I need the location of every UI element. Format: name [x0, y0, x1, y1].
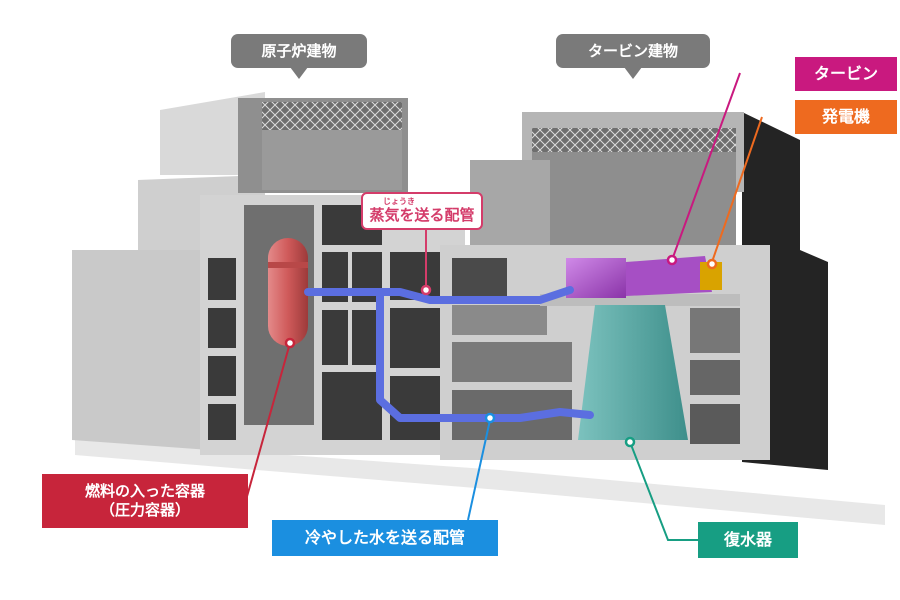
leader-lines: [245, 72, 763, 541]
steam-dot: [420, 284, 432, 296]
turbine-hall-interior: [532, 152, 736, 252]
condenser-leader: [629, 441, 698, 541]
cold-water-pipe-label: 冷やした水を送る配管: [272, 520, 498, 556]
steam-pipe-label: じょうき 蒸気を送る配管: [361, 192, 483, 230]
turbine-dot: [666, 254, 678, 266]
cold-water-dot: [484, 412, 496, 424]
pipes: [304, 286, 594, 422]
generator-leader: [711, 116, 763, 263]
generator-body: [700, 262, 722, 290]
reactor-building-label: 原子炉建物: [231, 34, 367, 79]
fuel-dot: [284, 337, 296, 349]
turbine-building: [440, 112, 828, 470]
steam-pipe-ruby: じょうき: [383, 197, 415, 206]
condenser-body: [578, 305, 688, 440]
cold-water-leader: [467, 419, 491, 521]
condenser-label: 復水器: [698, 522, 798, 558]
leader-dots: [284, 254, 718, 448]
turbine-rotor: [626, 256, 712, 296]
turbine-left-step: [470, 160, 550, 252]
generator-label: 発電機: [795, 100, 897, 134]
turbine-label: タービン: [795, 57, 897, 91]
turbine-building-label: タービン建物: [556, 34, 710, 79]
reactor-truss: [262, 102, 402, 130]
fuel-vessel-label: 燃料の入った容器 （圧力容器）: [42, 474, 248, 528]
steam-pipe-text: 蒸気を送る配管: [369, 206, 475, 224]
fuel-vessel-line1: 燃料の入った容器: [84, 482, 205, 501]
fuel-vessel-line2: （圧力容器）: [99, 501, 190, 519]
generator-dot: [706, 258, 718, 270]
fuel-leader: [245, 342, 291, 501]
reactor-hall-interior: [262, 130, 402, 190]
cold-water-pipe-path: [376, 376, 594, 422]
reactor-pressure-vessel: [268, 238, 308, 346]
condenser-dot: [624, 436, 636, 448]
steam-pipe-path: [304, 286, 574, 304]
turbine-leader: [671, 72, 741, 261]
turbine-truss: [532, 128, 736, 152]
reactor-left-block: [72, 250, 210, 450]
turbine-casing: [566, 258, 626, 298]
reactor-building: [72, 92, 465, 455]
vessel-band: [268, 262, 308, 268]
ground-shadow: [75, 440, 885, 525]
